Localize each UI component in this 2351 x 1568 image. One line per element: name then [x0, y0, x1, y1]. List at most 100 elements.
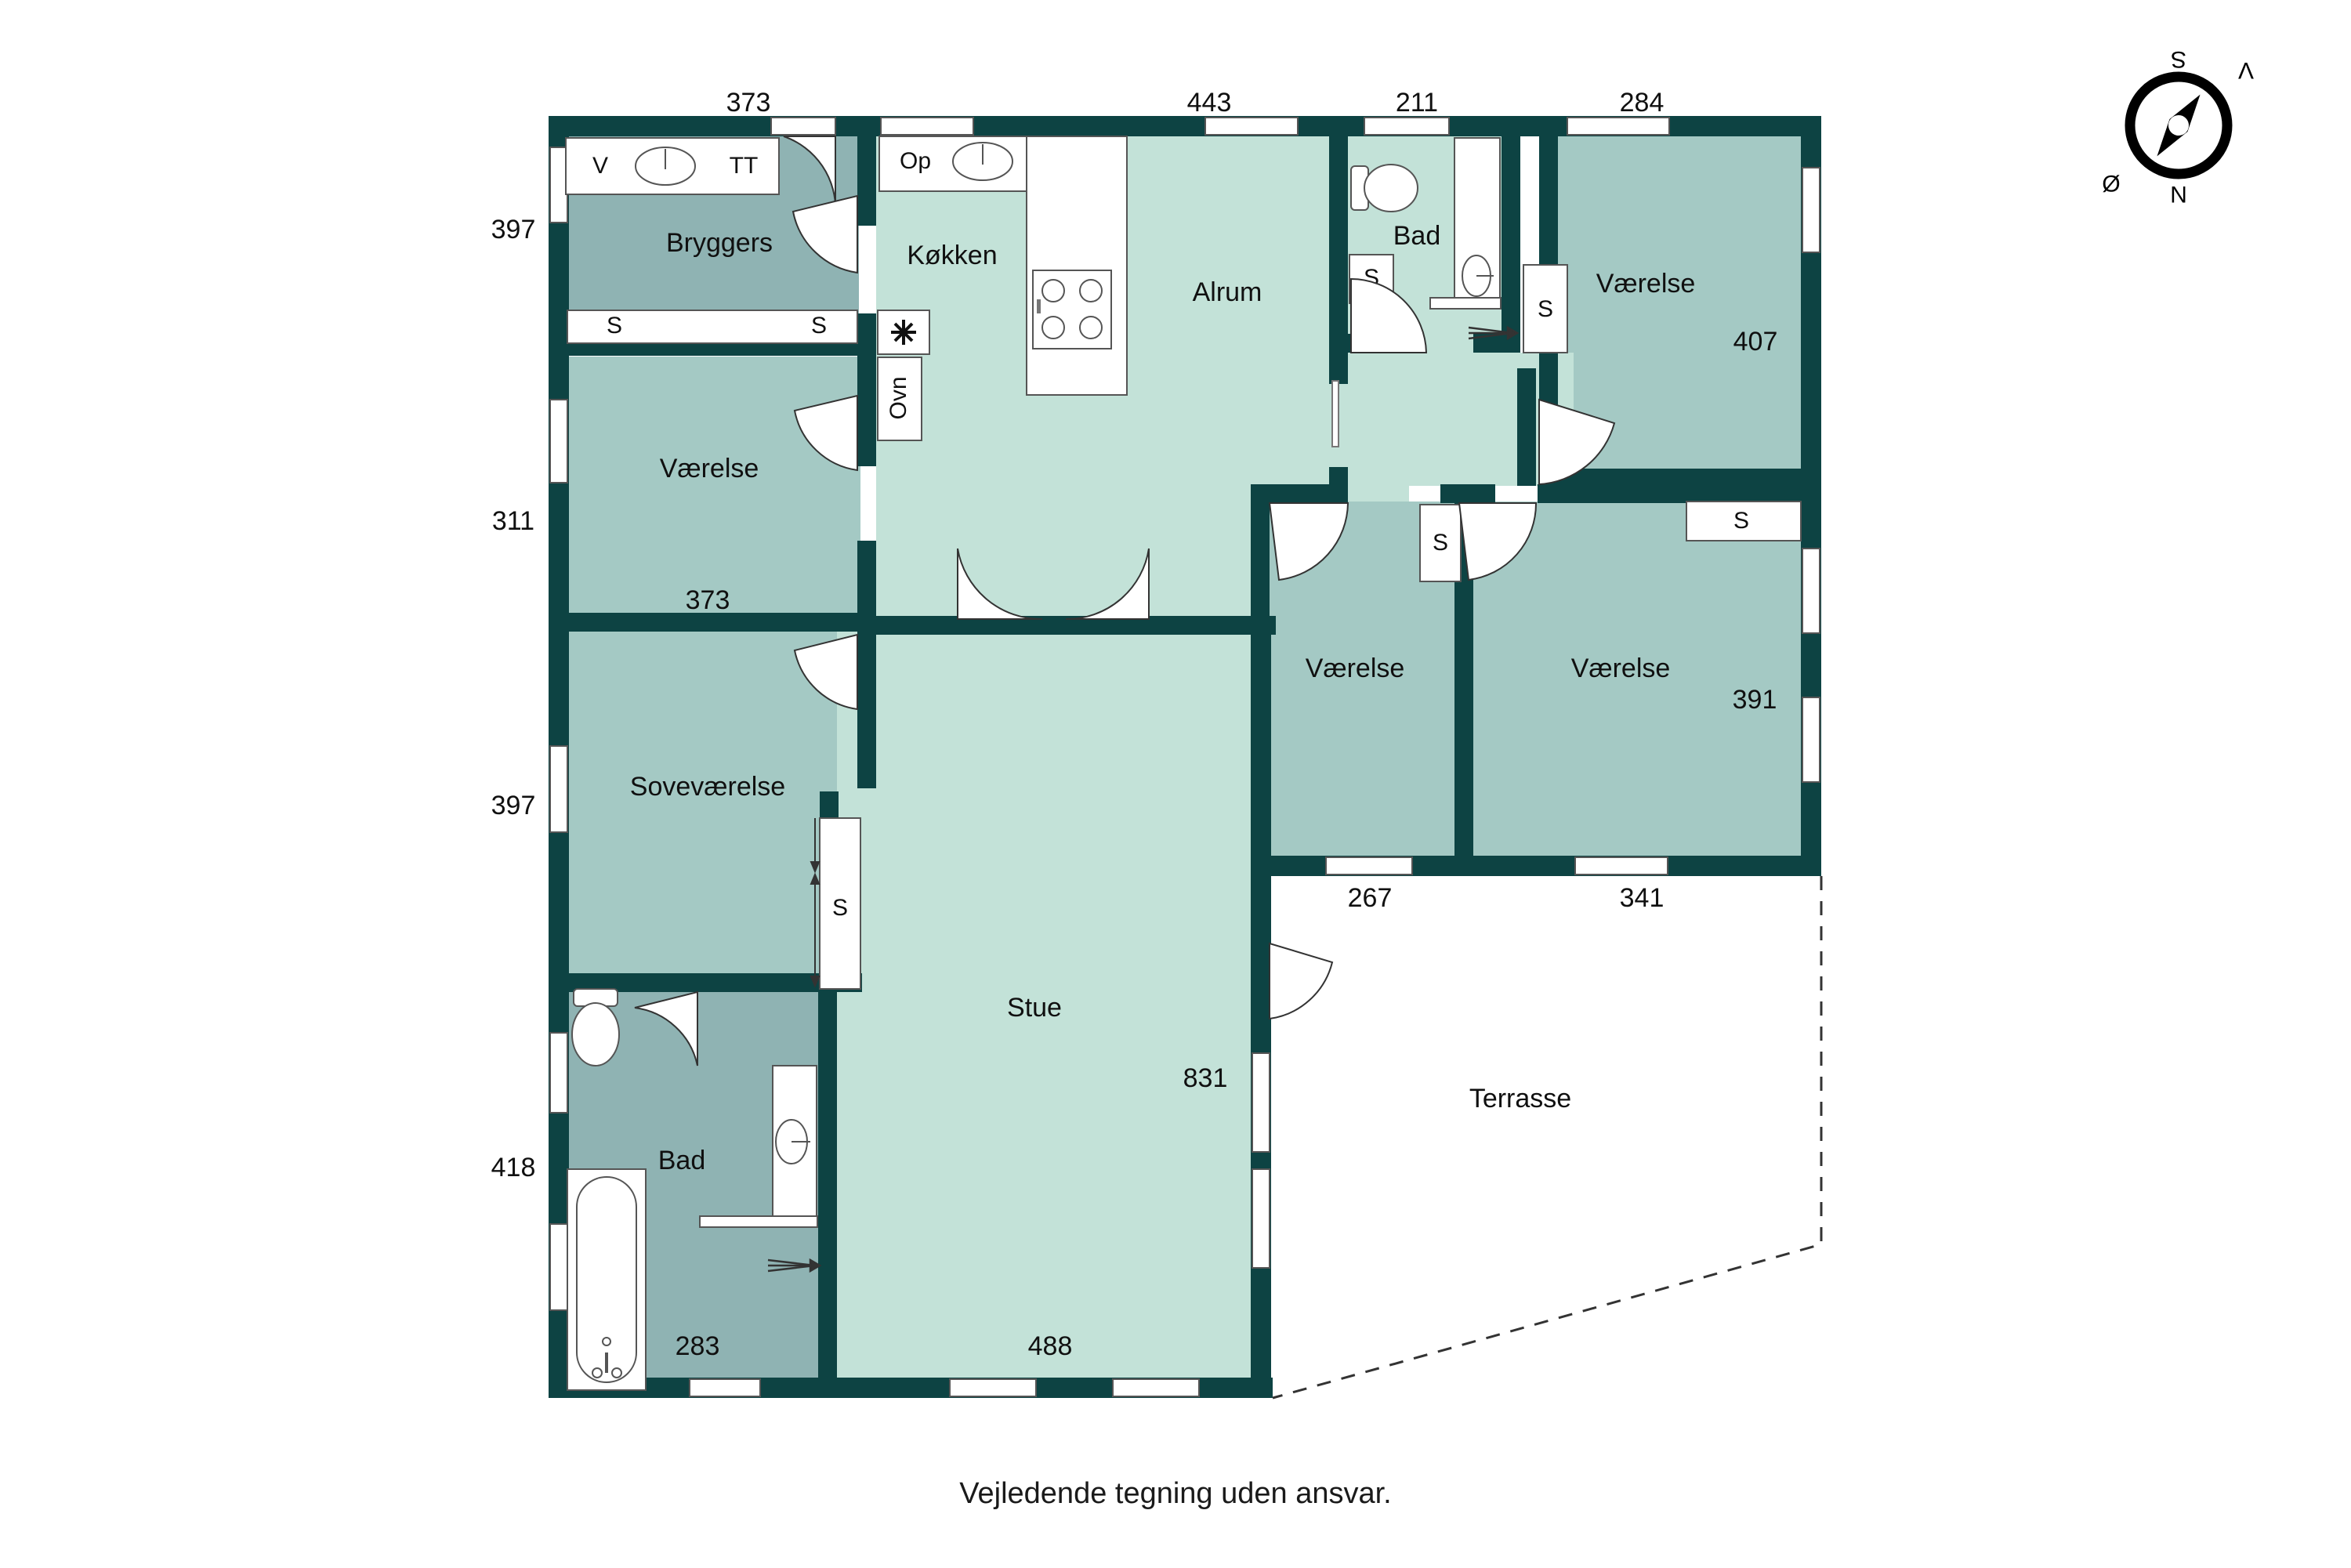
window-left-1	[549, 147, 568, 223]
compass-label-south: S	[2171, 46, 2186, 72]
drawing-caption: Vejledende tegning uden ansvar.	[959, 1477, 1392, 1510]
toilet-icon-top	[1350, 164, 1418, 212]
room-fill-stue	[837, 631, 1260, 1387]
door-alrum-left	[957, 548, 1043, 621]
window-vr-bottom-2	[1574, 856, 1668, 875]
window-top-1	[880, 117, 974, 136]
hall-storage-1: S	[1523, 264, 1568, 353]
room-label-stue: Stue	[1007, 993, 1062, 1023]
window-bottom-1	[949, 1378, 1037, 1397]
window-bottom-2	[1112, 1378, 1200, 1397]
window-left-3	[549, 745, 568, 833]
dim-bad-283: 283	[676, 1331, 720, 1361]
room-label-vaerelse-ne: Værelse	[1596, 269, 1696, 299]
window-left-2	[549, 399, 568, 483]
storage-label-5: S	[1433, 530, 1448, 556]
wall-entry-left-stub	[1329, 467, 1348, 503]
room-label-bad-top: Bad	[1393, 221, 1441, 251]
oven-label: Ovn	[886, 376, 911, 419]
room-fill-vaerelse-e	[1472, 502, 1809, 874]
window-stue-right-1	[1252, 1052, 1270, 1153]
window-right-1	[1802, 167, 1820, 253]
compass-label-west: V	[2238, 57, 2254, 83]
compass-label-east: Ø	[2102, 170, 2120, 196]
wall-entry-bottom-2	[1440, 484, 1495, 503]
terrasse-boundary	[1272, 876, 1823, 1400]
wall-jamb-alrum-2	[1150, 616, 1199, 635]
bad-bottom-fixtures	[567, 988, 822, 1391]
door-alrum-right	[1065, 548, 1150, 621]
room-label-bryggers: Bryggers	[666, 228, 773, 258]
room-fill-entry	[1346, 353, 1574, 486]
wall-sove-right-top	[857, 632, 876, 788]
dim-stue-831: 831	[1183, 1063, 1228, 1093]
dim-top-443: 443	[1187, 88, 1232, 118]
compass-needle	[2157, 94, 2201, 157]
wall-bryggers-right	[857, 116, 876, 226]
dimension-labels: 373 443 211 284 397 311 397 418 407 373 …	[491, 88, 1778, 1361]
dishwasher-label: Op	[900, 148, 931, 174]
bryggers-counter: V TT	[565, 137, 780, 195]
wall-vaerelse-sove	[549, 613, 862, 632]
window-vr-bottom-1	[1325, 856, 1413, 875]
dim-top-211: 211	[1396, 88, 1438, 118]
wall-bad-bottom-right	[818, 992, 837, 1398]
door-stue-terrasse	[1269, 942, 1334, 1020]
door-bryggers-kitchen	[792, 194, 858, 274]
wall-vaerelse-ne-left	[1539, 116, 1558, 265]
room-fill-sovevaerelse	[563, 631, 860, 991]
window-top-5	[770, 117, 836, 136]
storage-label-2: S	[811, 313, 827, 339]
wall-bryggers-right-2	[857, 313, 876, 357]
door-vaerelse-w	[793, 394, 858, 472]
sovevaerelse-wardrobe: S	[810, 817, 861, 990]
window-stue-right-2	[1252, 1168, 1270, 1269]
door-vaerelse-e	[1458, 502, 1538, 581]
compass-rose: N S Ø V	[2102, 46, 2254, 207]
dryer-label: TT	[730, 153, 759, 179]
window-left-5	[549, 1223, 568, 1311]
dim-left-311: 311	[492, 506, 534, 536]
dim-vaerelse-w-373: 373	[686, 585, 730, 615]
storage-label-4: S	[1538, 296, 1553, 322]
wall-vaerelse-c-left	[1251, 502, 1270, 876]
stove-4-burner-icon	[1032, 270, 1112, 349]
door-swings	[634, 136, 1616, 1066]
door-bad-top	[1350, 277, 1428, 353]
door-vaerelse-ne	[1538, 398, 1616, 486]
hall-detail-line	[1331, 380, 1339, 447]
dim-left-397a: 397	[491, 215, 536, 244]
room-label-vaerelse-c: Værelse	[1306, 654, 1405, 683]
room-fill-vaerelse-w	[563, 357, 860, 619]
shower-icon-bottom	[767, 1258, 822, 1273]
dim-top-284: 284	[1620, 88, 1665, 118]
wall-vaerelse-w-right	[857, 357, 876, 466]
dim-left-418: 418	[491, 1153, 536, 1182]
room-label-vaerelse-e: Værelse	[1571, 654, 1671, 683]
wall-vaerelse-w-right-2	[857, 541, 876, 632]
sink-icon	[635, 147, 696, 186]
room-label-alrum: Alrum	[1193, 277, 1262, 307]
storage-label-7: S	[832, 895, 848, 921]
room-label-sovevaerelse: Soveværelse	[630, 772, 785, 802]
wall-alrum-bad	[1329, 116, 1348, 351]
window-bottom-3	[689, 1378, 761, 1397]
storage-label-1: S	[607, 313, 622, 339]
wall-vaerelse-ne-bottom	[1558, 469, 1821, 487]
dim-vaerelse-ne-407: 407	[1733, 327, 1778, 357]
window-top-2	[1204, 117, 1299, 136]
dim-top-373: 373	[726, 88, 771, 118]
window-left-4	[549, 1032, 568, 1114]
dim-vaerelse-e-391: 391	[1733, 685, 1777, 715]
kitchen-counters: Op	[878, 136, 1128, 396]
dim-stue-488: 488	[1028, 1331, 1073, 1361]
wall-hall-stub-2	[1517, 368, 1536, 486]
kitchen-oven-block: Ovn	[877, 310, 930, 441]
windows	[549, 117, 1820, 1397]
window-right-3	[1802, 697, 1820, 783]
vaerelse-storage-mid: S	[1419, 504, 1462, 582]
storage-label-6: S	[1733, 508, 1749, 534]
bathtub-icon	[567, 1168, 647, 1391]
wall-jamb-alrum-1	[909, 616, 958, 635]
